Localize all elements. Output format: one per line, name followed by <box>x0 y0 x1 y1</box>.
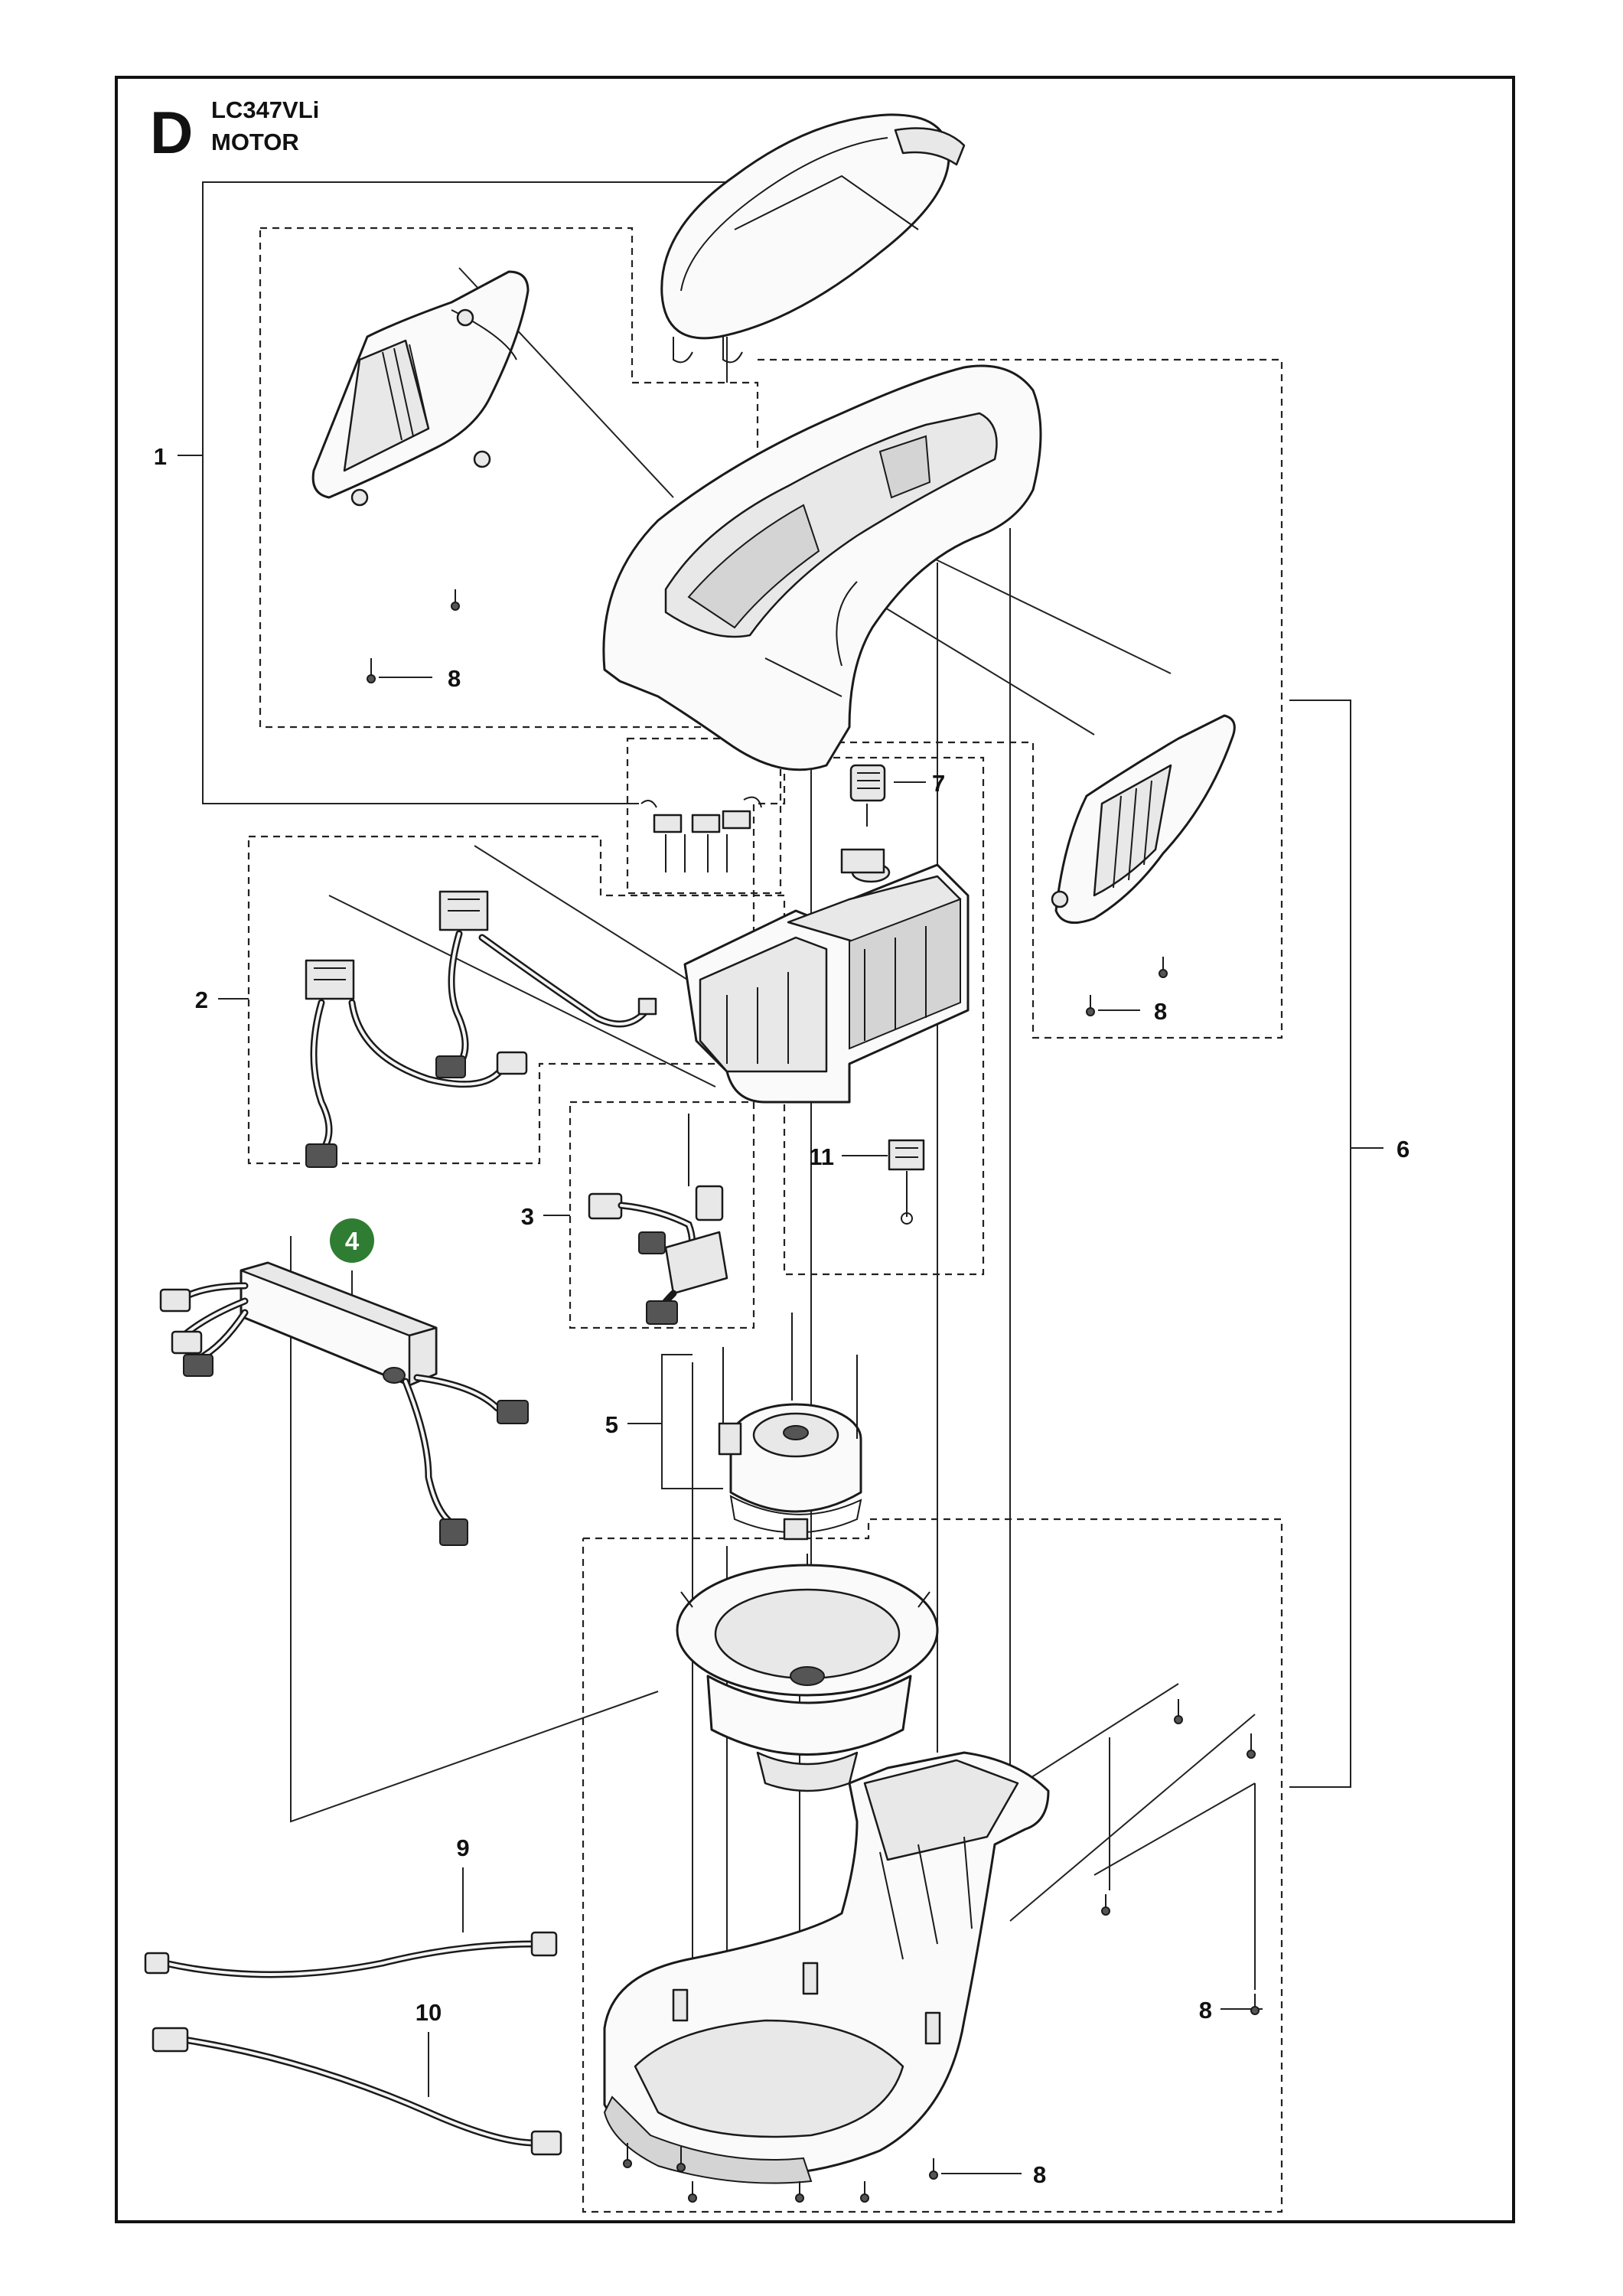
screws <box>367 589 1260 2203</box>
motor-part <box>718 1313 862 1541</box>
battery-lid-part <box>660 113 966 364</box>
assembly-box-left-panel <box>259 227 759 729</box>
callout-8-label: 8 <box>1154 998 1167 1025</box>
motor-housing-part <box>676 1554 939 1792</box>
cable-10-part <box>152 2027 562 2156</box>
battery-housing-part <box>683 848 970 1104</box>
section-name: MOTOR <box>211 129 299 155</box>
callout-4-badge <box>330 1218 374 1263</box>
callout-4-label: 4 <box>345 1227 360 1255</box>
switch-harness-part <box>588 1114 728 1325</box>
section-letter: D <box>150 99 193 166</box>
callout-8-label: 8 <box>1199 1997 1212 2024</box>
latch-button-part <box>849 764 886 827</box>
callout-6-label: 6 <box>1396 1136 1410 1163</box>
motor-controller-part <box>159 1261 529 1546</box>
assembly-box-lower-housing <box>582 1518 1283 2213</box>
lower-base-housing-part <box>603 1751 1050 2184</box>
assembly-box-harness <box>569 1101 755 1329</box>
callout-11-label: 11 <box>809 1143 834 1170</box>
callout-7-label: 7 <box>932 770 945 797</box>
upper-cover-part <box>602 364 1042 771</box>
right-side-panel-part <box>1051 714 1236 925</box>
callout-labels: 1 2 3 5 6 7 8 8 8 8 9 10 11 <box>154 443 1410 2188</box>
callout-10-label: 10 <box>416 1999 442 2026</box>
assembly-box-right-panel <box>758 358 1283 1039</box>
connector-harness-part <box>305 890 657 1168</box>
assembly-box-clips <box>626 737 782 895</box>
callout-8-label: 8 <box>1033 2161 1046 2188</box>
callout-8-label: 8 <box>448 665 461 692</box>
model-name: LC347VLi <box>211 96 319 123</box>
callout-2-label: 2 <box>195 987 208 1013</box>
leader-lines <box>178 181 1383 2174</box>
callout-9-label: 9 <box>456 1835 469 1861</box>
callout-5-label: 5 <box>605 1411 618 1438</box>
cable-9-part <box>144 1931 558 1978</box>
page-frame <box>115 76 1515 2223</box>
left-side-panel-part <box>311 270 530 507</box>
callout-3-label: 3 <box>521 1203 534 1230</box>
retaining-clips-part <box>640 796 762 872</box>
switch-part <box>888 1139 925 1225</box>
callout-1-label: 1 <box>154 443 167 470</box>
